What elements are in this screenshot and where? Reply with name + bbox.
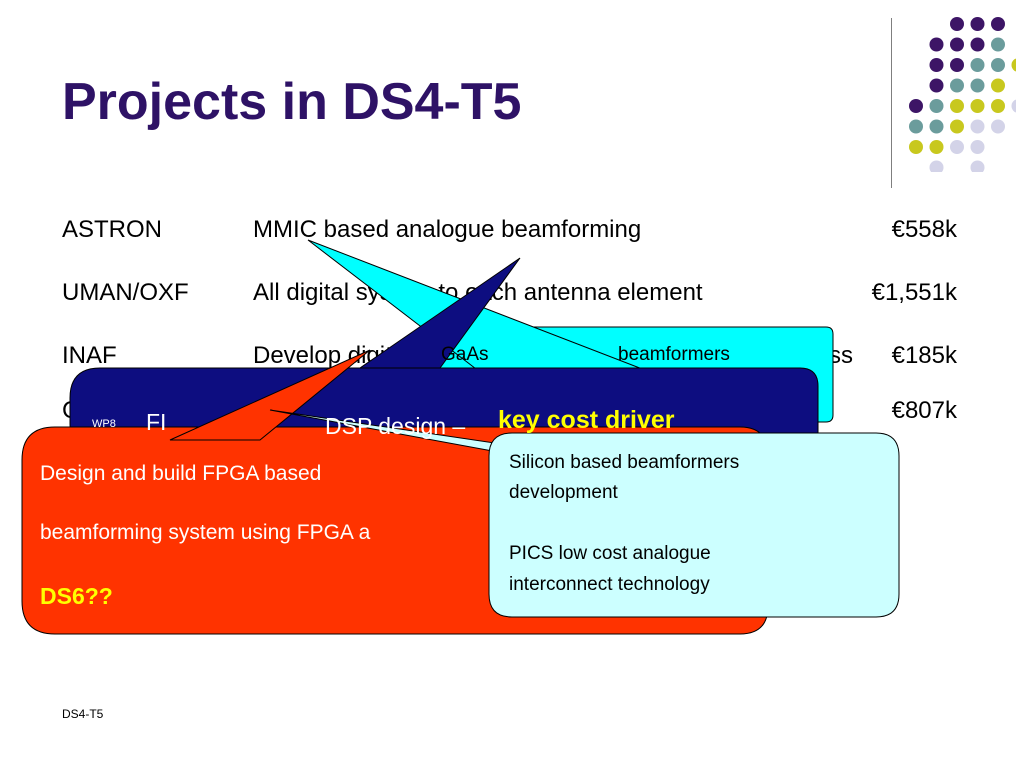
gaas-callout-text: GaAs [441, 344, 489, 365]
decorative-dot [929, 119, 944, 134]
decorative-dot [950, 99, 964, 113]
navy-callout-prefix: WP8 [92, 418, 116, 430]
red-callout-line-2: beamforming system using FPGA a [40, 521, 371, 544]
decorative-dot [970, 78, 985, 93]
decorative-dot [970, 17, 985, 31]
project-row-astron: ASTRON MMIC based analogue beamforming €… [62, 216, 957, 248]
decorative-dot [950, 58, 964, 72]
navy-callout-highlight: key cost driver [498, 406, 675, 434]
decorative-dot [970, 119, 985, 134]
slide-footer: DS4-T5 [62, 707, 104, 721]
decorative-dot [970, 140, 985, 154]
decorative-dot [991, 37, 1005, 52]
decorative-dot [950, 140, 964, 154]
silicon-callout-line-4: interconnect technology [509, 574, 710, 595]
decorative-dot [929, 78, 944, 93]
decorative-dot [991, 78, 1005, 93]
project-description: MMIC based analogue beamforming [253, 216, 642, 243]
decorative-dot [950, 17, 964, 31]
decorative-dot [950, 37, 964, 52]
project-cost: €807k [891, 397, 957, 425]
red-callout-pointer [169, 349, 371, 441]
silicon-callout-shape [488, 432, 900, 618]
decorative-dot [1011, 99, 1016, 113]
decorative-dot [929, 140, 944, 154]
navy-callout-text-2: DSP design – [325, 413, 466, 439]
decorative-dot [1011, 58, 1016, 72]
red-callout-line-3: DS6?? [40, 583, 113, 609]
project-cost: €1,551k [871, 279, 957, 307]
decorative-dot [991, 99, 1005, 113]
silicon-callout-line-2: development [509, 482, 618, 503]
decorative-dot [909, 119, 923, 134]
decorative-dot [970, 58, 985, 72]
project-cost: €558k [891, 216, 957, 244]
decorative-dot [909, 99, 923, 113]
project-cost: €185k [891, 342, 957, 370]
decorative-dot [970, 37, 985, 52]
decorative-dot [929, 37, 944, 52]
decorative-dot [950, 78, 964, 93]
silicon-callout-line-1: Silicon based beamformers [509, 452, 740, 473]
decorative-dot-grid [909, 17, 1016, 172]
decorative-dot [970, 99, 985, 113]
silicon-callout-line-3: PICS low cost analogue [509, 543, 711, 564]
decorative-dot [929, 99, 944, 113]
project-org: UMAN/OXF [62, 279, 189, 306]
project-org: INAF [62, 342, 117, 369]
decorative-dot [929, 58, 944, 72]
decorative-dot [909, 140, 923, 154]
navy-callout-text: FI [146, 409, 167, 435]
red-callout-line-1: Design and build FPGA based [40, 462, 322, 485]
decorative-dot [991, 119, 1005, 134]
navy-callout-pointer [358, 257, 521, 369]
project-org: ASTRON [62, 216, 163, 243]
decorative-dot [950, 119, 964, 134]
decorative-dot [991, 17, 1005, 31]
decorative-dot [970, 160, 985, 172]
gaas-callout-text-2: beamformers [618, 344, 730, 365]
header-divider [891, 18, 892, 188]
decorative-dot [991, 58, 1005, 72]
slide-title: Projects in DS4-T5 [62, 73, 522, 131]
decorative-dot [929, 160, 944, 172]
